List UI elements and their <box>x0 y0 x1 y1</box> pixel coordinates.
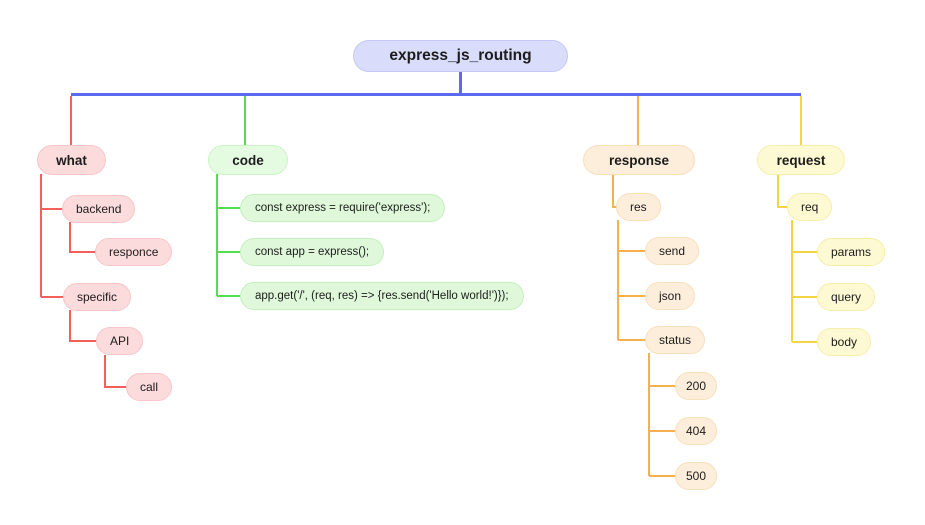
node-backend[interactable]: backend <box>62 195 136 223</box>
node-status-500[interactable]: 500 <box>675 462 718 490</box>
node-code[interactable]: code <box>208 145 288 175</box>
node-call[interactable]: call <box>126 373 173 401</box>
node-code-snippet-1[interactable]: const express = require('express'); <box>240 194 446 222</box>
node-send[interactable]: send <box>645 237 700 265</box>
node-root[interactable]: express_js_routing <box>353 40 568 72</box>
connector-api-call <box>104 355 128 388</box>
node-response[interactable]: response <box>583 145 695 175</box>
node-status-404[interactable]: 404 <box>675 417 718 445</box>
node-res[interactable]: res <box>616 193 661 221</box>
node-request[interactable]: request <box>757 145 845 175</box>
node-responce[interactable]: responce <box>95 238 173 266</box>
node-json[interactable]: json <box>645 282 696 310</box>
connector-specific-api <box>69 310 98 342</box>
node-code-snippet-3[interactable]: app.get('/', (req, res) => {res.send('He… <box>240 282 524 310</box>
node-status-200[interactable]: 200 <box>675 372 718 400</box>
node-specific[interactable]: specific <box>63 283 132 311</box>
node-api[interactable]: API <box>96 327 144 355</box>
connector-backend-responce <box>69 222 97 253</box>
node-code-snippet-2[interactable]: const app = express(); <box>240 238 385 266</box>
node-body[interactable]: body <box>817 328 872 356</box>
node-status[interactable]: status <box>645 326 706 354</box>
node-req[interactable]: req <box>787 193 833 221</box>
node-what[interactable]: what <box>37 145 106 175</box>
node-params[interactable]: params <box>817 238 886 266</box>
node-query[interactable]: query <box>817 283 876 311</box>
